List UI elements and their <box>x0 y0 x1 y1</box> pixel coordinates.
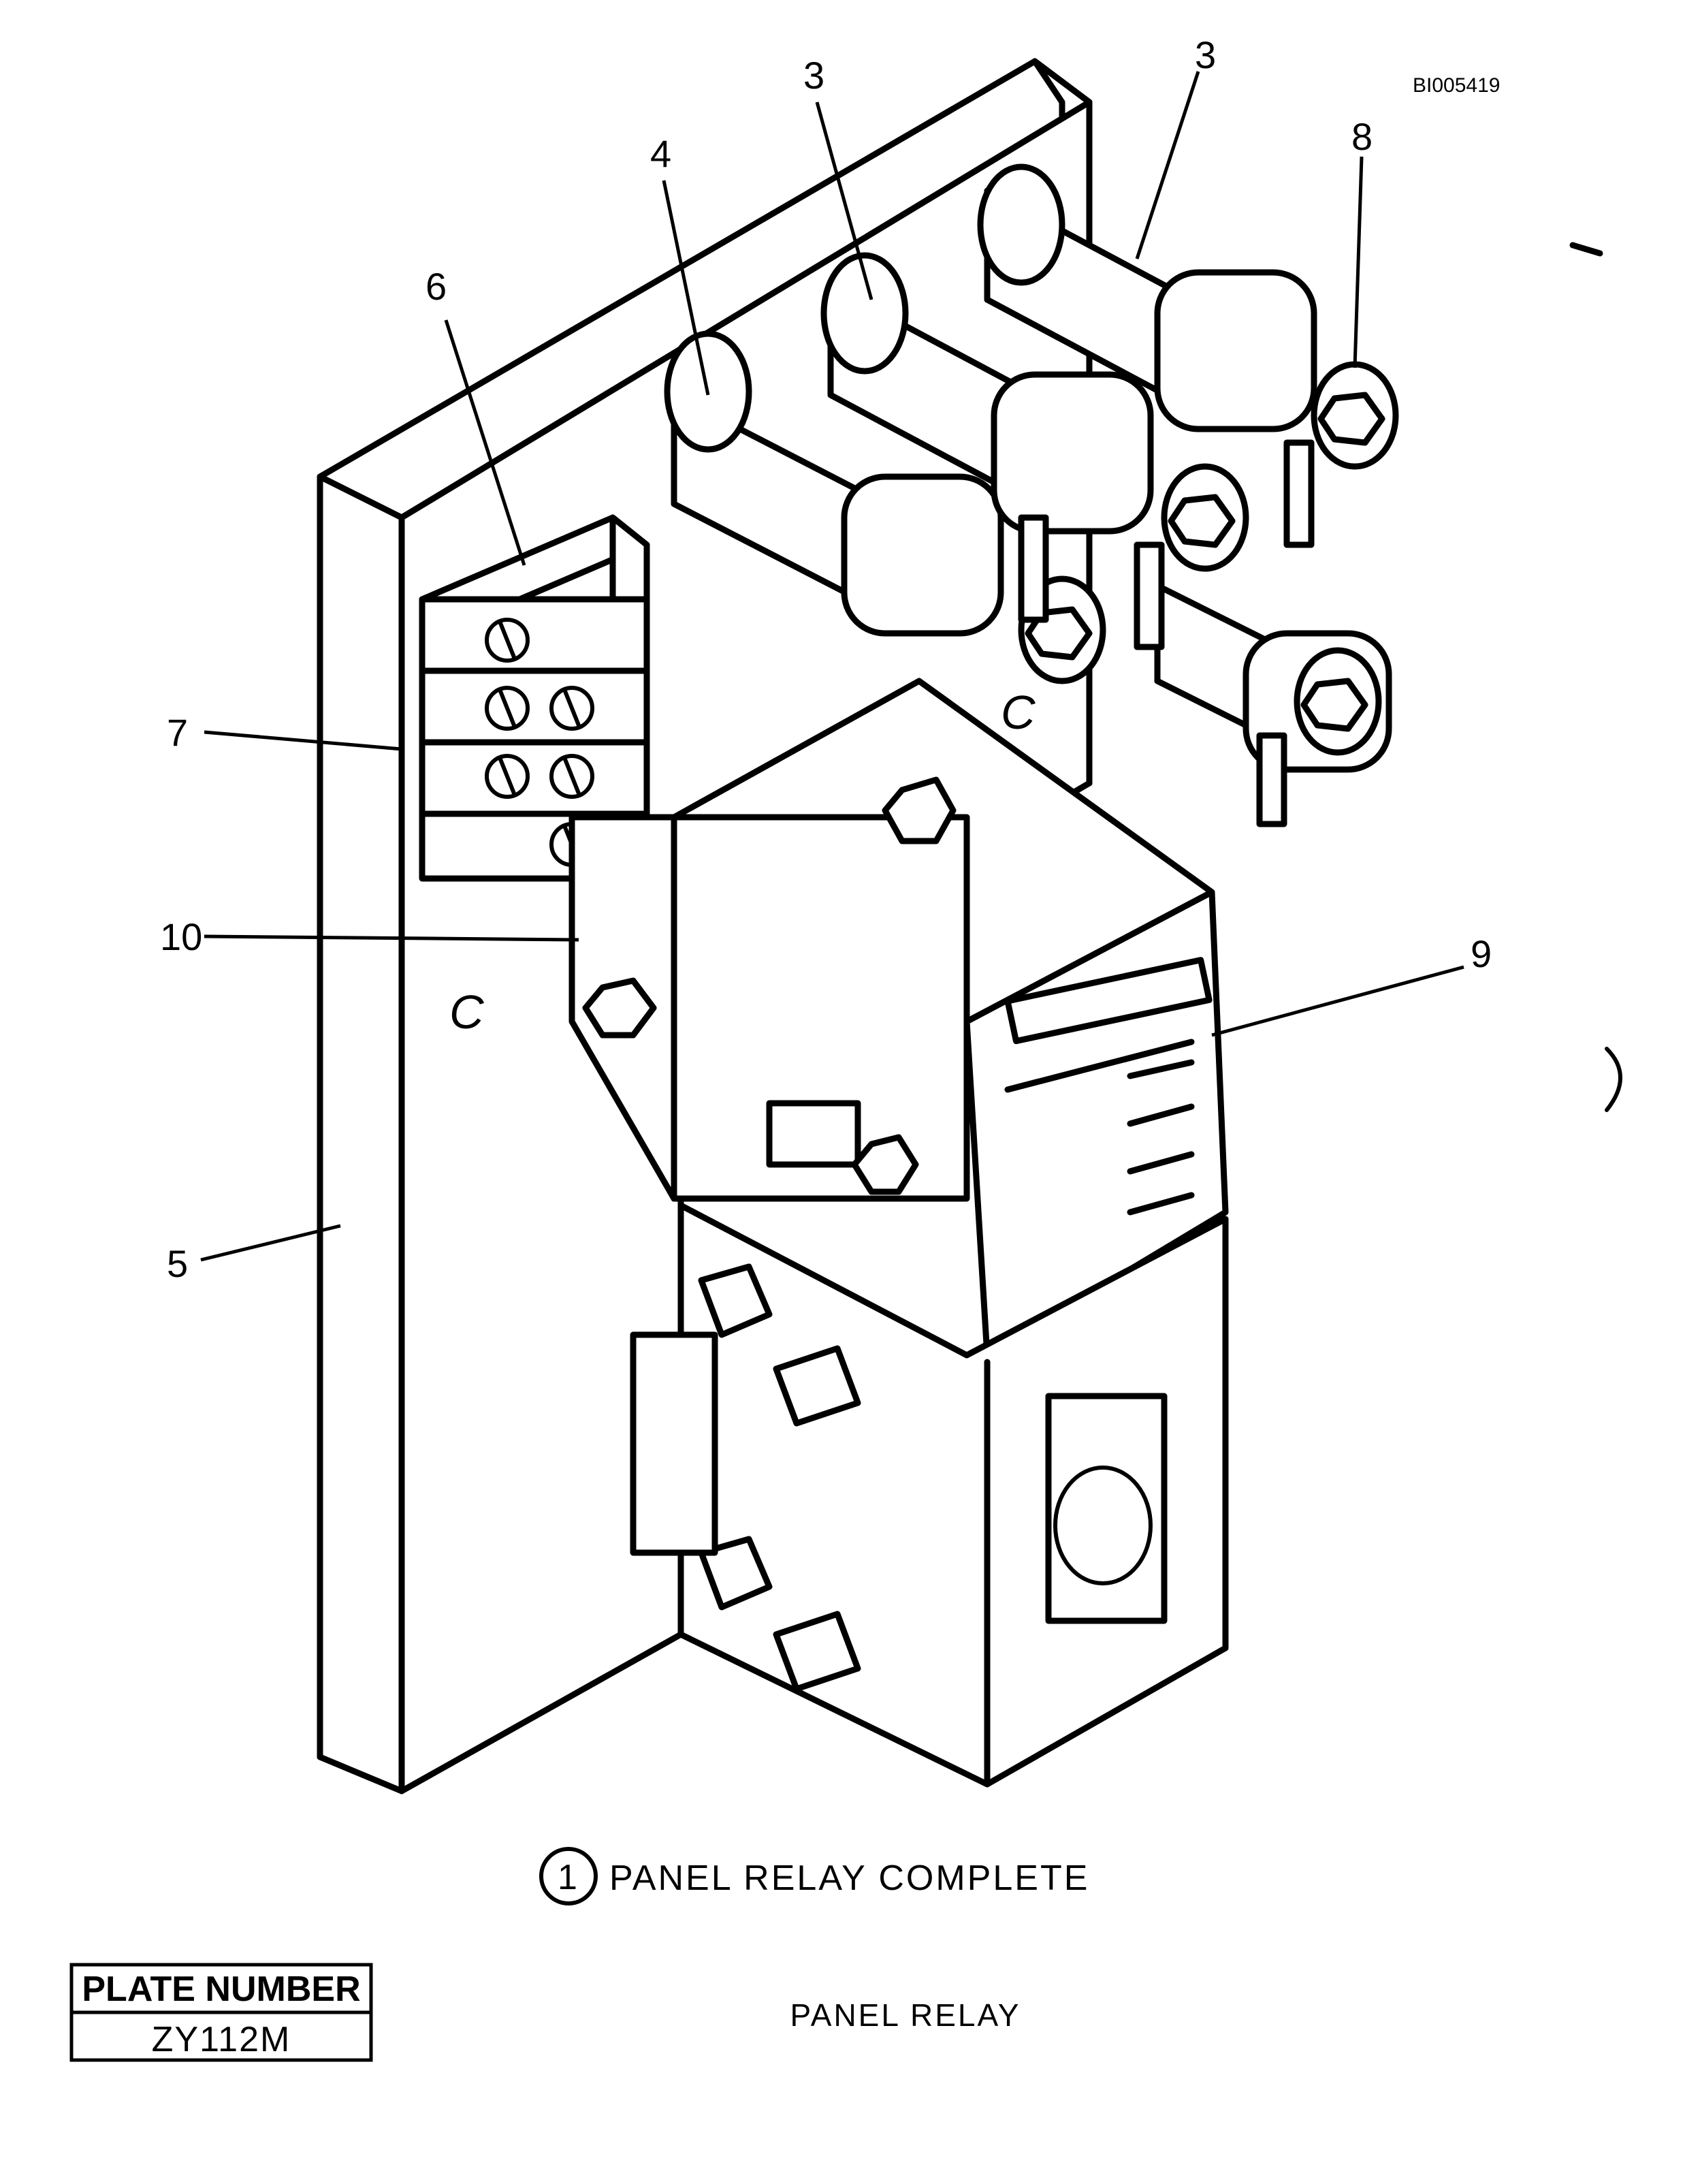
callout-label: 10 <box>160 915 202 958</box>
callout-label: 3 <box>803 54 824 97</box>
document-id: BI005419 <box>1413 74 1500 97</box>
plate-number: ZY112M <box>152 2020 291 2059</box>
plate-number-box: PLATE NUMBER ZY112M <box>69 1963 373 2062</box>
scan-artifact <box>1569 242 1603 257</box>
relay-lower-section <box>630 1202 1229 1788</box>
callout-label: 4 <box>650 132 671 175</box>
callout-leaders <box>200 71 1464 1262</box>
callout-label: 3 <box>1195 33 1216 76</box>
scan-artifact <box>1605 1047 1622 1112</box>
relay-housing <box>568 678 1229 1359</box>
figure-caption: 1 PANEL RELAY COMPLETE <box>539 1847 1089 1905</box>
figure-item-number: 1 <box>558 1858 579 1897</box>
callout-label: 6 <box>426 265 447 308</box>
tube-terminals <box>1018 439 1315 827</box>
figure-caption-text: PANEL RELAY COMPLETE <box>609 1858 1089 1898</box>
callout-label: 8 <box>1351 115 1373 158</box>
stamp-mark: C <box>1001 686 1036 739</box>
drawing-subtitle: PANEL RELAY <box>790 1997 1021 2033</box>
plate-label: PLATE NUMBER <box>82 1969 360 2009</box>
resistor-tube-left <box>664 330 1106 684</box>
callout-label: 5 <box>167 1242 188 1285</box>
callout-label: 9 <box>1471 932 1492 975</box>
resistor-tube-right <box>977 163 1399 470</box>
resistor-tube-middle <box>820 252 1249 572</box>
callout-label: 7 <box>167 711 188 754</box>
stamp-mark: C <box>449 985 484 1039</box>
